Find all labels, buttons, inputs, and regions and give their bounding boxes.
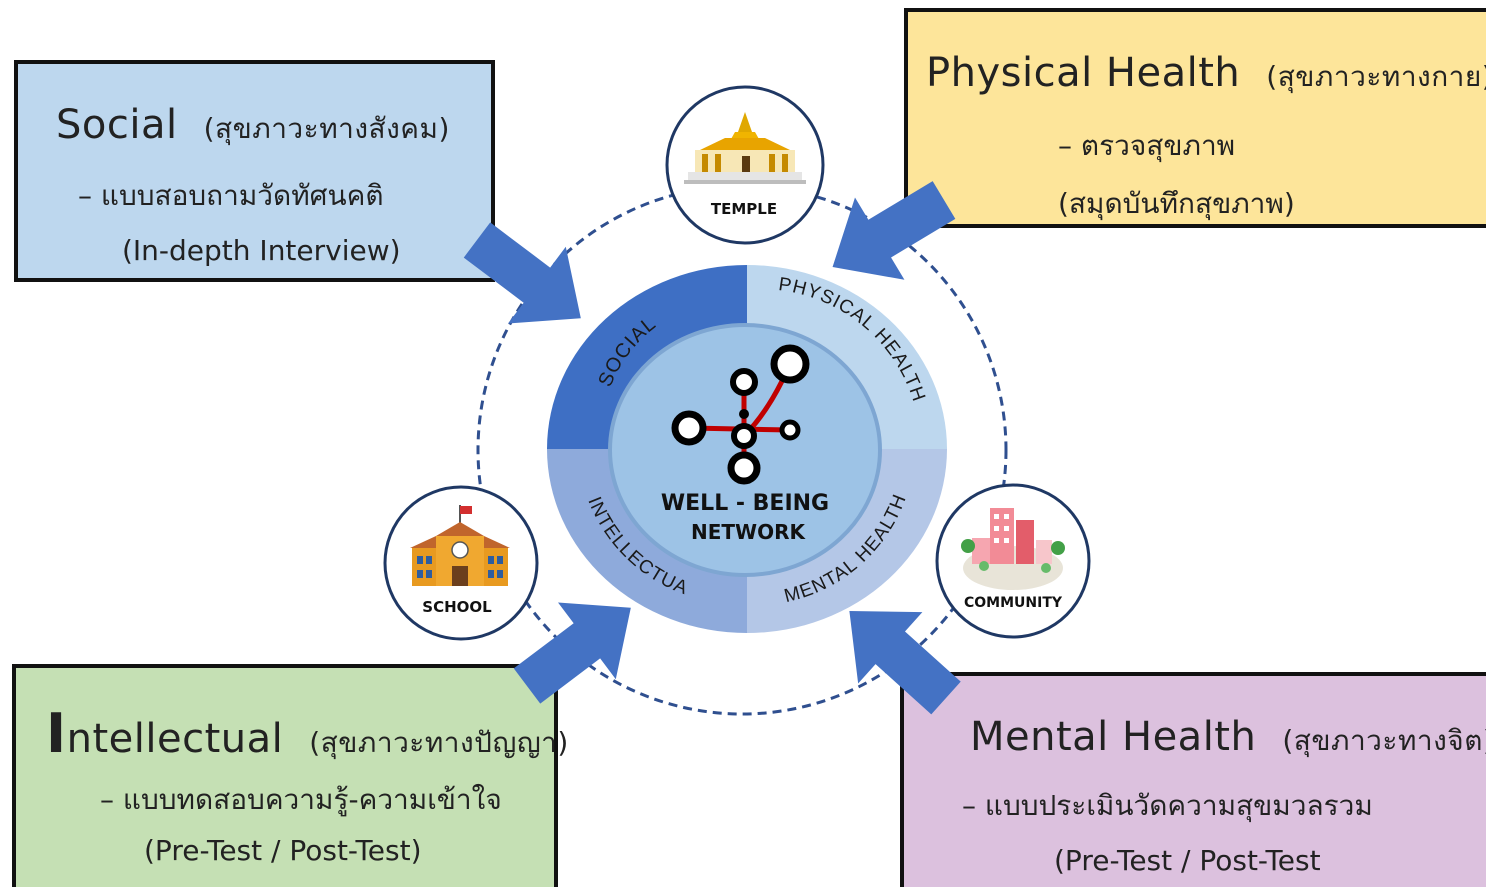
ring-label-intellectual: INTELLECTUAL: [0, 0, 691, 599]
network-icon: [671, 344, 810, 485]
mental-health-box: Mental Health(สุขภาวะทางจิต) – แบบประเมิ…: [900, 672, 1486, 887]
school-label: SCHOOL: [422, 598, 492, 616]
social-box: Social(สุขภาวะทางสังคม) – แบบสอบถามวัดทั…: [14, 60, 495, 282]
intellectual-box: Intellectual(สุขภาวะทางปัญญา) – แบบทดสอบ…: [12, 664, 568, 887]
arrow-social: [463, 222, 581, 324]
community-icon: [961, 508, 1065, 590]
intellectual-title: Intellectual(สุขภาวะทางปัญญา): [46, 702, 569, 765]
school-node: SCHOOL: [383, 485, 539, 641]
physical-title: Physical Health(สุขภาวะทางกาย): [926, 50, 1486, 96]
physical-health-box: Physical Health(สุขภาวะทางกาย) – ตรวจสุข…: [904, 8, 1486, 228]
mental-item: – แบบประเมินวัดความสุขมวลรวม: [962, 789, 1373, 822]
temple-node: TEMPLE: [665, 85, 825, 245]
social-method: (In-depth Interview): [122, 234, 401, 267]
intellectual-item: – แบบทดสอบความรู้-ความเข้าใจ: [100, 783, 502, 816]
physical-method: (สมุดบันทึกสุขภาพ): [1058, 187, 1295, 220]
center-title-line1: WELL - BEING: [661, 491, 829, 516]
social-title: Social(สุขภาวะทางสังคม): [56, 102, 450, 148]
physical-item: – ตรวจสุขภาพ: [1058, 129, 1236, 162]
social-item: – แบบสอบถามวัดทัศนคติ: [78, 179, 384, 212]
mental-title: Mental Health(สุขภาวะทางจิต): [970, 714, 1486, 760]
community-label: COMMUNITY: [964, 595, 1063, 611]
arrow-physical: [832, 181, 956, 280]
center-title-line2: NETWORK: [691, 520, 807, 544]
network-dashed-circle: [476, 184, 1008, 716]
community-node: COMMUNITY: [935, 483, 1091, 639]
arrow-intellectual: [513, 602, 631, 704]
wellbeing-ring: [547, 265, 947, 633]
temple-label: TEMPLE: [711, 200, 777, 218]
school-icon: [410, 505, 510, 586]
arrows: [463, 181, 961, 715]
mental-method: (Pre-Test / Post-Test: [1054, 844, 1321, 877]
arrow-mental: [849, 611, 961, 715]
intellectual-method: (Pre-Test / Post-Test): [144, 834, 422, 867]
temple-icon: [684, 112, 806, 184]
